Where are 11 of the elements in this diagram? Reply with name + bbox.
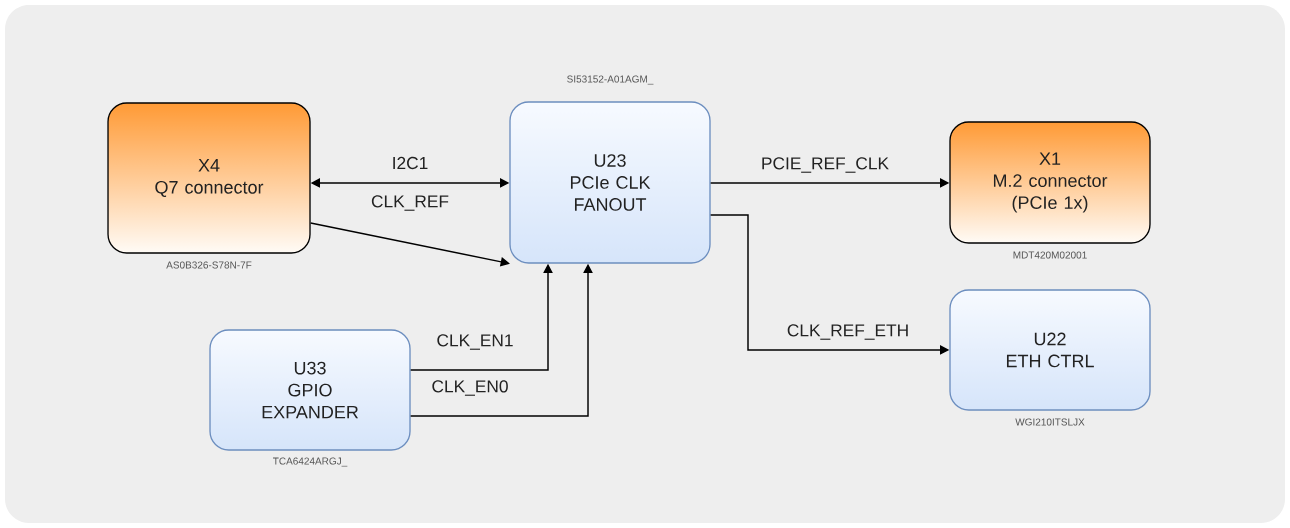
block-box: U33 GPIO EXPANDER (209, 329, 411, 451)
part-number: MDT420M02001 (1013, 251, 1087, 259)
part-number: SI53152-A01AGM_ (567, 75, 654, 85)
block-box: U22 ETH CTRL (949, 289, 1151, 411)
part-number: TCA6424ARGJ_ (273, 457, 348, 467)
arrow (309, 222, 510, 267)
block-box: X1 M.2 connector (PCIe 1x) (949, 121, 1151, 244)
block-box: U23 PCIe CLK FANOUT (509, 101, 711, 264)
block-box: X4 Q7 connector (107, 102, 311, 254)
part-number: WGI210ITSLJX (1015, 418, 1085, 426)
part-number: AS0B326-S78N-7F (166, 261, 252, 269)
